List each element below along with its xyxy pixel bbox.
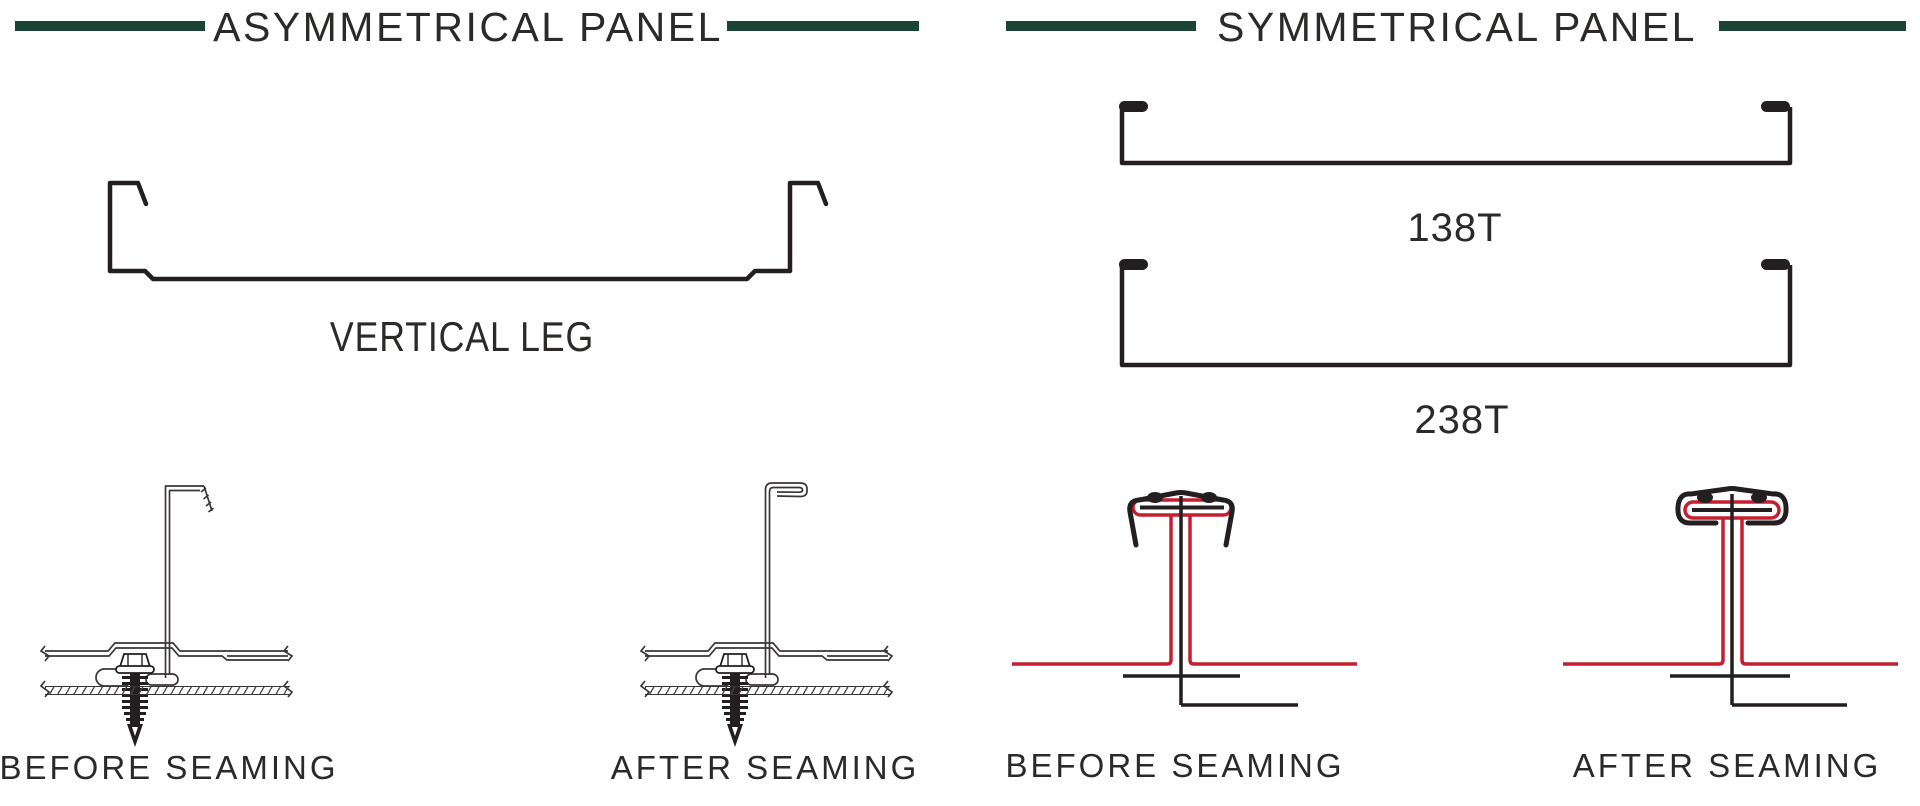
sealant-dot-left — [1147, 492, 1163, 503]
panel-surface-lines — [39, 642, 294, 698]
deck-hatch — [645, 686, 890, 695]
sym-after-seaming-drawing — [1563, 486, 1898, 707]
seam-tab-left — [1119, 259, 1148, 270]
panel-238t-label: 238T — [1414, 398, 1510, 442]
symmetrical-title: SYMMETRICAL PANEL — [1217, 4, 1697, 50]
panel-138t-path — [1119, 107, 1793, 166]
panel-138t-drawing — [1119, 101, 1793, 166]
panel-238t-path — [1119, 265, 1793, 368]
deck-hatch — [45, 686, 290, 695]
break-mark — [39, 645, 51, 662]
seam-clip-black — [1670, 494, 1847, 707]
sym-before-seaming-drawing — [1012, 490, 1357, 707]
asym-after-seaming-drawing — [639, 482, 894, 747]
title-rule-sym-left — [1006, 21, 1196, 31]
sym-before-seaming-label: BEFORE SEAMING — [1005, 747, 1345, 784]
title-rule-asym-left — [15, 21, 205, 31]
sym-after-seaming-label: AFTER SEAMING — [1572, 747, 1882, 784]
title-rule-sym-right — [1719, 21, 1906, 31]
sealant-dot-left — [1697, 492, 1713, 503]
seam-cap-open — [1127, 490, 1235, 548]
panel-238t-drawing — [1119, 259, 1793, 368]
seam-tab-left — [1119, 101, 1148, 112]
asymmetrical-profile-drawing — [107, 180, 829, 282]
asym-before-seaming-label: BEFORE SEAMING — [0, 749, 339, 786]
asym-before-seaming-drawing — [39, 485, 294, 747]
title-rule-asym-right — [727, 21, 919, 31]
panel-seam-leg — [164, 485, 215, 678]
panel-surface-lines — [639, 642, 894, 698]
sealant-dot-right — [1751, 492, 1767, 503]
seam-cap-folded — [1675, 486, 1789, 526]
asym-after-seaming-label: AFTER SEAMING — [610, 749, 920, 786]
break-mark — [882, 645, 894, 662]
asymmetrical-title: ASYMMETRICAL PANEL — [213, 4, 723, 50]
break-mark — [639, 645, 651, 662]
sealant-dot-right — [1201, 492, 1217, 503]
seam-clip-black — [1123, 496, 1298, 707]
fastener-screw — [715, 653, 755, 747]
panel-138t-label: 138T — [1407, 206, 1503, 250]
panel-seam-leg-folded — [764, 482, 808, 678]
fastener-screw — [115, 653, 155, 747]
break-mark — [282, 645, 294, 662]
vertical-leg-profile-path — [107, 180, 829, 282]
seam-tab-right — [1761, 259, 1790, 270]
seam-tab-right — [1761, 101, 1790, 112]
panel-legs-red — [1012, 498, 1357, 666]
vertical-leg-label: VERTICAL LEG — [329, 313, 595, 360]
